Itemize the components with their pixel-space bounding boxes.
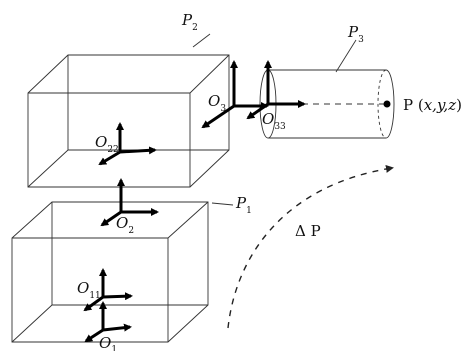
frame-o2 [100,178,159,227]
frame-o33 [246,60,306,120]
label-p1: P1 [235,194,252,216]
label-p2: P2 [181,11,198,33]
label-o3: O3 [208,92,226,114]
label-o33: O33 [262,110,286,132]
frame-o3 [201,60,269,129]
label-o11: O11 [77,279,101,301]
frame-o1 [84,301,132,343]
label-delta-p: Δ P [295,222,321,240]
leader-p2 [192,33,211,48]
frame-o22 [98,122,157,166]
cylinder-p3 [259,69,395,139]
box-p2 [27,54,230,188]
label-o2: O2 [116,214,134,236]
leader-p1 [211,202,234,206]
label-end-point: P (x,y,z) [403,96,462,114]
frame-o11 [83,268,133,312]
delta-p-arrow [227,164,394,329]
box-p1 [11,201,209,343]
label-o1: O1 [99,334,117,351]
label-o22: O22 [95,133,119,155]
label-p3: P3 [347,23,364,45]
end-point-dot [383,100,391,108]
leader-p3 [335,39,357,73]
